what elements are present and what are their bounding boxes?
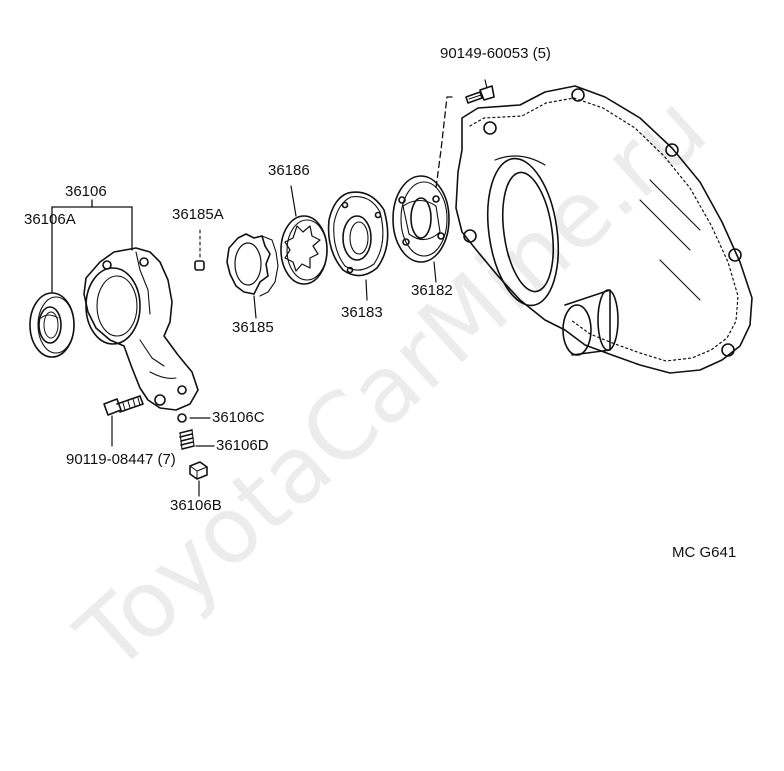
label-bolt-bottom: 90119-08447 (7) [66,451,176,468]
label-oil-seal: 36106A [24,211,76,228]
drive-rotor-icon [281,186,327,284]
label-pin: 36185A [172,206,224,223]
transfer-case-housing [456,86,752,373]
ball-icon [178,414,210,422]
label-pump-body: 36183 [341,304,383,321]
oil-seal-icon [30,293,74,357]
pin-icon [195,230,204,270]
figure-code: MC G641 [672,544,737,561]
label-driven-rotor: 36185 [232,319,274,336]
label-spring: 36106D [216,437,269,454]
alignment-line-bolt-top [436,97,452,188]
pump-body-icon [329,192,388,300]
label-ball: 36106C [212,409,265,426]
plug-icon [190,462,207,496]
label-bolt-top: 90149-60053 (5) [440,45,551,62]
label-housing: 36106 [65,183,107,200]
bolt-top-icon [466,80,494,103]
label-plug: 36106B [170,497,222,514]
pump-cover-icon [393,176,449,282]
label-pump-cover: 36182 [411,282,453,299]
driven-rotor-icon [227,234,278,318]
leader-bracket-housing [52,200,132,292]
extension-housing-icon [84,248,198,410]
label-drive-rotor: 36186 [268,162,310,179]
bolt-bottom-icon [104,396,143,446]
spring-icon [180,430,214,449]
